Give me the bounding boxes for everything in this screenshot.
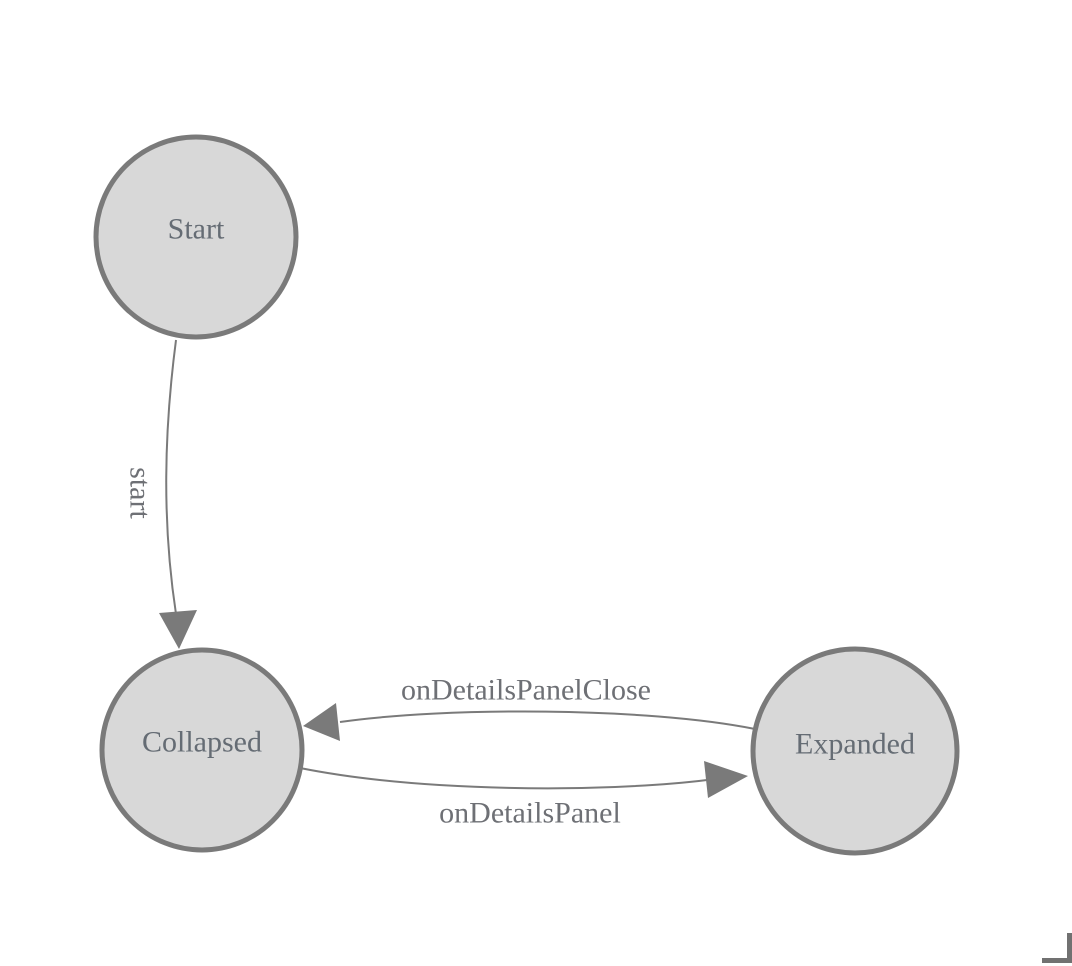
state-label-collapsed: Collapsed — [142, 726, 262, 759]
state-circle[interactable] — [750, 646, 960, 856]
edge-start-to-collapsed: start — [124, 339, 197, 649]
edge-expanded-to-collapsed: onDetailsPanelClose — [303, 674, 756, 741]
edge-line — [165, 339, 177, 615]
state-label-start: Start — [168, 213, 225, 246]
edge-collapsed-to-expanded: onDetailsPanel — [299, 761, 748, 830]
state-circle[interactable] — [93, 134, 299, 340]
arrowhead-left-icon — [303, 703, 340, 741]
resize-corner-icon[interactable] — [1042, 933, 1072, 963]
edge-label-ondetailspanel: onDetailsPanel — [439, 797, 621, 830]
state-circle[interactable] — [99, 647, 305, 853]
state-node-expanded[interactable]: Expanded — [750, 646, 960, 856]
edge-label-start: start — [124, 467, 157, 519]
edge-label-ondetailspanelclose: onDetailsPanelClose — [401, 674, 651, 707]
state-node-start[interactable]: Start — [93, 134, 299, 340]
state-node-collapsed[interactable]: Collapsed — [99, 647, 305, 853]
arrowhead-down-icon — [159, 610, 197, 649]
edge-line — [299, 767, 708, 790]
arrowhead-right-icon — [704, 761, 748, 798]
edge-line — [339, 710, 756, 730]
state-label-expanded: Expanded — [795, 728, 915, 761]
